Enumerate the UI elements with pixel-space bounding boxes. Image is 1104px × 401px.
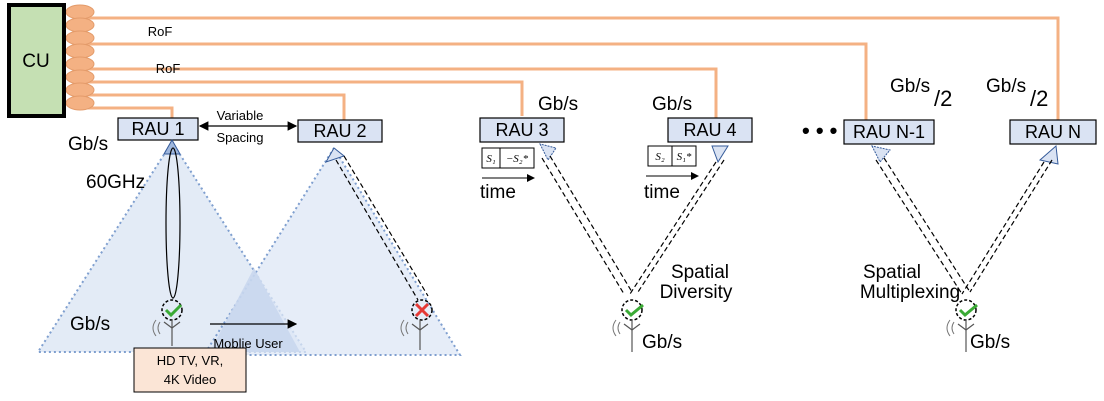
spatial-multiplexing-line1: Spatial bbox=[863, 262, 921, 283]
rau-1-beam bbox=[165, 147, 181, 299]
user-terminal-multiplexing bbox=[946, 299, 978, 352]
rate-rau-n-1: Gb/s bbox=[890, 76, 930, 97]
rau-n-beams bbox=[961, 159, 1053, 295]
rau-4-unit: RAU 4 bbox=[667, 117, 753, 143]
rate-rau1: Gb/s bbox=[68, 134, 108, 155]
rau-n-label: RAU N bbox=[1025, 122, 1081, 142]
rau-1-antenna-icon bbox=[163, 138, 181, 155]
signal-waves-icon bbox=[612, 319, 621, 337]
application-line1: HD TV, VR, bbox=[157, 353, 223, 368]
rau-4-beams bbox=[629, 159, 725, 295]
rate-rau-n: Gb/s bbox=[986, 76, 1026, 97]
spatial-diversity-line2: Diversity bbox=[660, 282, 733, 303]
rau-n-1-antenna-icon bbox=[871, 145, 891, 163]
application-line2: 4K Video bbox=[164, 372, 217, 387]
connected-check-icon bbox=[624, 303, 644, 318]
coverage-overlap bbox=[210, 268, 300, 352]
rau-2-unit: RAU 2 bbox=[297, 119, 383, 143]
rau-1-label: RAU 1 bbox=[131, 119, 184, 139]
rau-3-beams bbox=[541, 155, 633, 295]
signal-waves-icon bbox=[152, 319, 161, 337]
rau-3-unit: RAU 3 bbox=[479, 117, 565, 143]
stbc-rau3-s1: S₁ bbox=[486, 153, 496, 165]
disconnected-cross-icon bbox=[414, 302, 430, 318]
rate-rau4: Gb/s bbox=[652, 94, 692, 115]
rof-fiber-bundle bbox=[82, 16, 1060, 120]
signal-waves-icon bbox=[946, 319, 955, 337]
stbc-block-rau3: S₁ −S₂* bbox=[481, 147, 535, 169]
more-rau-dots: • • • bbox=[802, 118, 837, 143]
rate-coverage1: Gb/s bbox=[70, 314, 110, 335]
rau-2-beam bbox=[335, 155, 429, 301]
spatial-multiplexing-line2: Multiplexing bbox=[860, 282, 960, 303]
rau-2-antenna-icon bbox=[324, 147, 346, 163]
spacing-label-line2: Spacing bbox=[217, 130, 264, 145]
time-label-rau4: time bbox=[644, 182, 680, 203]
cu-label: CU bbox=[22, 51, 49, 72]
rof-label-top: RoF bbox=[148, 24, 173, 39]
stbc-rau3-s2: −S₂* bbox=[506, 153, 529, 165]
rau-n-unit: RAU N bbox=[1009, 119, 1097, 145]
rau-n-1-beams bbox=[875, 157, 971, 295]
stbc-rau4-s2: S₁* bbox=[677, 151, 692, 163]
rau-2-label: RAU 2 bbox=[313, 121, 366, 141]
rof-label-bottom: RoF bbox=[156, 61, 181, 76]
spacing-label-line1: Variable bbox=[217, 108, 264, 123]
user-terminal-rau2 bbox=[400, 299, 433, 350]
rau-3-label: RAU 3 bbox=[495, 120, 548, 140]
user-terminal-rau1 bbox=[152, 299, 183, 346]
user-terminal-diversity bbox=[612, 299, 644, 352]
rau-n-1-label: RAU N-1 bbox=[853, 122, 925, 142]
connected-check-icon bbox=[164, 303, 183, 318]
stbc-block-rau4: S₂ S₁* bbox=[647, 145, 697, 167]
frequency-label: 60GHz bbox=[86, 172, 145, 193]
time-label-rau3: time bbox=[480, 182, 516, 203]
rate-rau-n-divisor: /2 bbox=[1030, 86, 1048, 111]
rate-rau3: Gb/s bbox=[538, 94, 578, 115]
rate-rau-n-1-divisor: /2 bbox=[934, 86, 952, 111]
rau-4-label: RAU 4 bbox=[683, 120, 736, 140]
mobile-user-label: Moblie User bbox=[213, 336, 283, 351]
rau-3-antenna-icon bbox=[539, 143, 557, 161]
stbc-rau4-s1: S₂ bbox=[655, 151, 665, 163]
rate-multiplexing-user: Gb/s bbox=[970, 332, 1010, 353]
rau-n-1-unit: RAU N-1 bbox=[843, 119, 935, 145]
signal-waves-icon bbox=[400, 319, 409, 337]
fiber-coils bbox=[65, 4, 95, 111]
spatial-diversity-line1: Spatial bbox=[671, 262, 729, 283]
rate-diversity-user: Gb/s bbox=[642, 332, 682, 353]
connected-check-icon bbox=[958, 303, 978, 318]
application-box: HD TV, VR, 4K Video bbox=[133, 347, 247, 393]
rau-1-unit: RAU 1 bbox=[117, 117, 199, 141]
central-unit: CU bbox=[7, 3, 66, 118]
rau-n-antenna-icon bbox=[1038, 144, 1059, 165]
rau-4-antenna-icon bbox=[711, 145, 729, 164]
